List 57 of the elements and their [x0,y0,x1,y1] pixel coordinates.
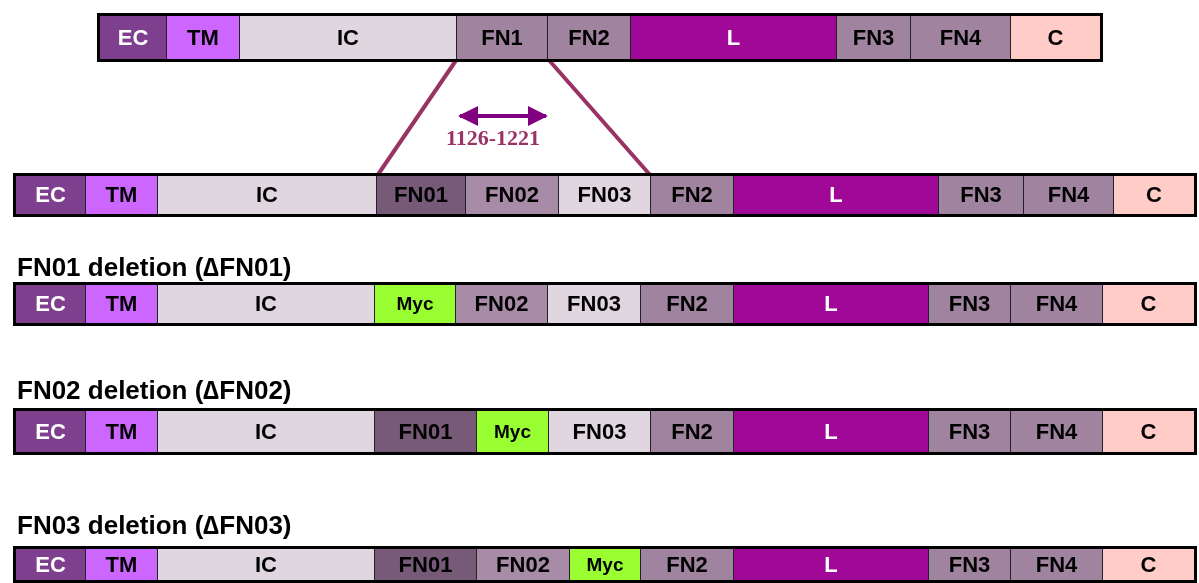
domain-segment: TM [167,16,240,59]
domain-segment: FN01 [375,549,477,580]
domain-segment: C [1114,176,1194,214]
domain-segment: FN01 [377,176,466,214]
domain-segment: EC [16,176,86,214]
domain-segment: TM [86,549,158,580]
domain-segment: L [734,549,929,580]
residue-range-label: 1126-1221 [446,125,541,151]
construct-title: FN03 deletion (∆FN03) [17,510,292,541]
domain-segment: FN4 [1011,285,1103,323]
domain-segment: FN2 [641,549,734,580]
domain-segment: FN3 [939,176,1024,214]
domain-segment: EC [16,549,86,580]
domain-segment: L [734,176,939,214]
domain-segment: L [734,285,929,323]
domain-segment: IC [158,285,375,323]
domain-segment: FN02 [477,549,570,580]
domain-segment: FN3 [929,549,1011,580]
domain-segment: IC [158,176,377,214]
domain-segment: FN2 [548,16,631,59]
domain-segment: C [1103,285,1194,323]
domain-segment: Myc [477,411,549,452]
domain-segment: FN02 [466,176,559,214]
domain-segment: FN2 [651,411,734,452]
domain-segment: FN01 [375,411,477,452]
domain-segment: FN4 [1011,411,1103,452]
domain-segment: EC [100,16,167,59]
domain-segment: EC [16,411,86,452]
domain-segment: FN2 [651,176,734,214]
domain-segment: FN4 [1024,176,1114,214]
domain-segment: IC [240,16,457,59]
domain-segment: FN4 [911,16,1011,59]
domain-segment: Myc [570,549,641,580]
domain-segment: EC [16,285,86,323]
domain-segment: FN3 [929,411,1011,452]
domain-segment: TM [86,411,158,452]
domain-segment: L [734,411,929,452]
domain-segment: FN3 [929,285,1011,323]
domain-segment: Myc [375,285,456,323]
domain-segment: FN03 [559,176,651,214]
construct-title: FN02 deletion (∆FN02) [17,375,292,406]
domain-segment: FN4 [1011,549,1103,580]
domain-segment: FN03 [549,411,651,452]
domain-segment: IC [158,549,375,580]
domain-segment: IC [158,411,375,452]
domain-segment: C [1103,549,1194,580]
domain-segment: FN02 [456,285,548,323]
domain-segment: FN03 [548,285,641,323]
domain-segment: FN3 [837,16,911,59]
domain-segment: TM [86,285,158,323]
construct-title: FN01 deletion (∆FN01) [17,252,292,283]
domain-segment: FN2 [641,285,734,323]
domain-segment: FN1 [457,16,548,59]
domain-segment: L [631,16,837,59]
domain-segment: C [1011,16,1100,59]
domain-segment: TM [86,176,158,214]
domain-segment: C [1103,411,1194,452]
